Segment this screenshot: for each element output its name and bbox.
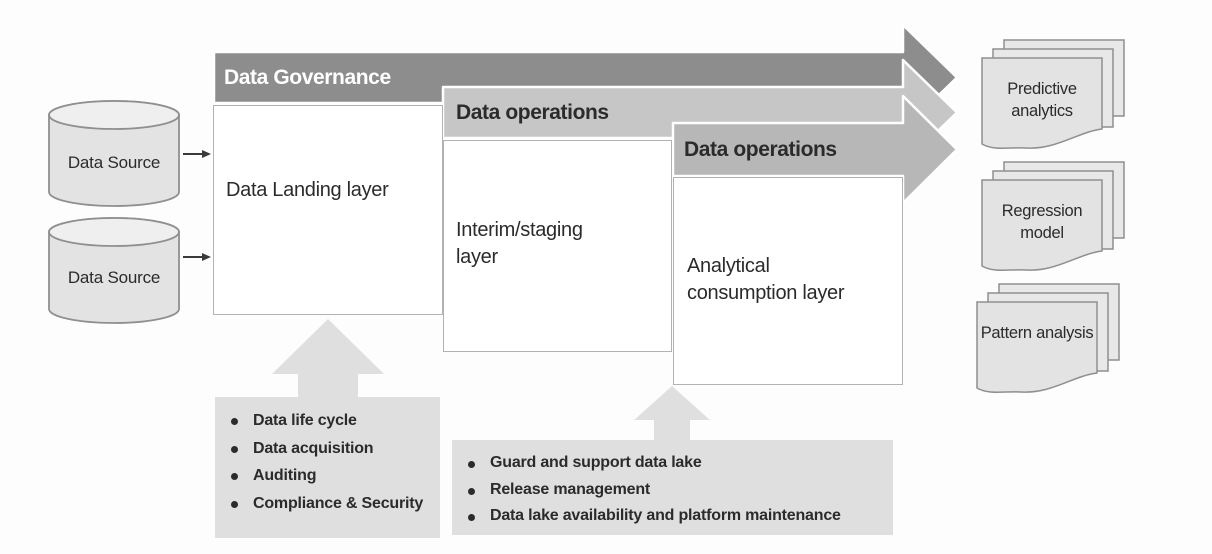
callout-item: Guard and support data lake [466, 450, 893, 477]
output-predictive-analytics-label: Predictive analytics [1007, 80, 1077, 120]
governance-callout-list: Data life cycle Data acquisition Auditin… [215, 397, 440, 517]
database-cylinder-icon [48, 217, 180, 324]
data-landing-layer-label: Data Landing layer [226, 179, 389, 201]
document-stack-icon [981, 161, 1125, 271]
operations-callout-list: Guard and support data lake Release mana… [452, 440, 893, 530]
up-arrow-icon [272, 319, 384, 399]
callout-item: Auditing [229, 462, 440, 490]
governance-callout-box: Data life cycle Data acquisition Auditin… [215, 397, 440, 538]
data-source-label: Data Source [67, 268, 161, 287]
interim-staging-layer-label: Interim/staging layer [456, 219, 583, 268]
connector-arrow-icon [183, 150, 211, 158]
callout-item: Compliance & Security [229, 490, 440, 518]
analytical-consumption-layer-box: Analytical consumption layer [673, 177, 903, 385]
output-pattern-analysis-label: Pattern analysis [980, 324, 1094, 342]
data-source-label: Data Source [67, 153, 161, 172]
callout-item: Data lake availability and platform main… [466, 503, 893, 530]
callout-item: Release management [466, 477, 893, 504]
operations-banner-label-1: Data operations [456, 101, 609, 124]
database-cylinder-icon [48, 100, 180, 207]
operations-flow-arrow-2 [671, 94, 959, 205]
callout-item: Data acquisition [229, 435, 440, 463]
interim-staging-layer-box: Interim/staging layer [443, 140, 672, 352]
governance-banner-label: Data Governance [224, 66, 391, 89]
analytical-consumption-layer-label: Analytical consumption layer [687, 255, 845, 304]
operations-banner-label-2: Data operations [684, 138, 837, 161]
operations-callout-box: Guard and support data lake Release mana… [452, 440, 893, 535]
output-regression-model-label: Regression model [1001, 202, 1083, 242]
connector-arrow-icon [183, 253, 211, 261]
document-stack-icon [976, 283, 1120, 393]
callout-item: Data life cycle [229, 407, 440, 435]
up-arrow-icon [634, 386, 710, 442]
data-landing-layer-box: Data Landing layer [213, 105, 443, 315]
document-stack-icon [981, 39, 1125, 149]
